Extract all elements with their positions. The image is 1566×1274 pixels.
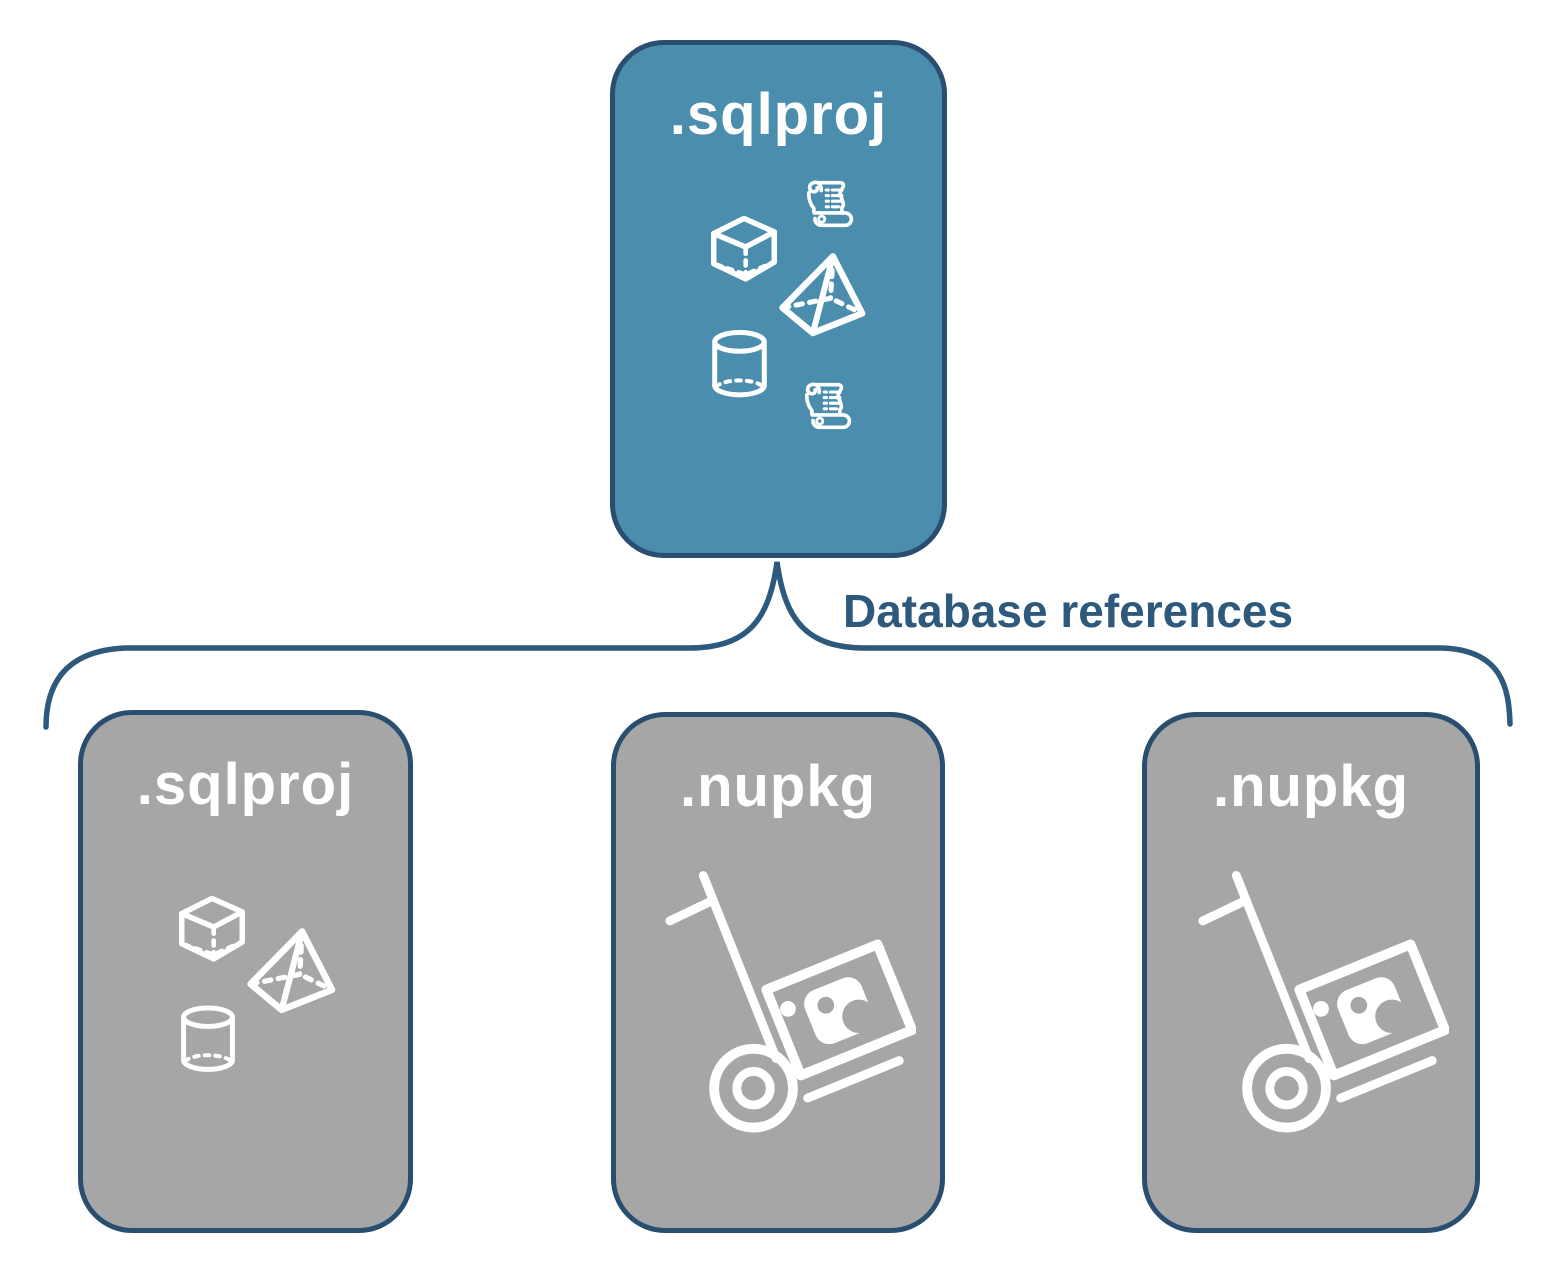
package-handtruck-icon (660, 869, 916, 1141)
child-card-title: .nupkg (1212, 754, 1410, 819)
database-references-label: Database references (843, 585, 1294, 637)
child-nupkg-card-2: .nupkg (1142, 712, 1480, 1233)
child-card-title: .nupkg (679, 754, 877, 819)
pyramid-icon (243, 925, 344, 1019)
root-sqlproj-card: .sqlproj (610, 40, 947, 558)
child-sqlproj-card: .sqlproj (78, 710, 413, 1233)
pyramid-icon (773, 250, 876, 342)
child-nupkg-card-1: .nupkg (611, 712, 945, 1233)
scroll-icon (801, 175, 857, 233)
scroll-icon (799, 377, 855, 435)
package-handtruck-icon (1193, 869, 1449, 1141)
cube-icon (170, 885, 254, 969)
database-cylinder-icon (175, 997, 241, 1079)
root-card-title: .sqlproj (669, 82, 888, 147)
database-cylinder-icon (706, 323, 773, 403)
child-card-title: .sqlproj (136, 752, 355, 817)
